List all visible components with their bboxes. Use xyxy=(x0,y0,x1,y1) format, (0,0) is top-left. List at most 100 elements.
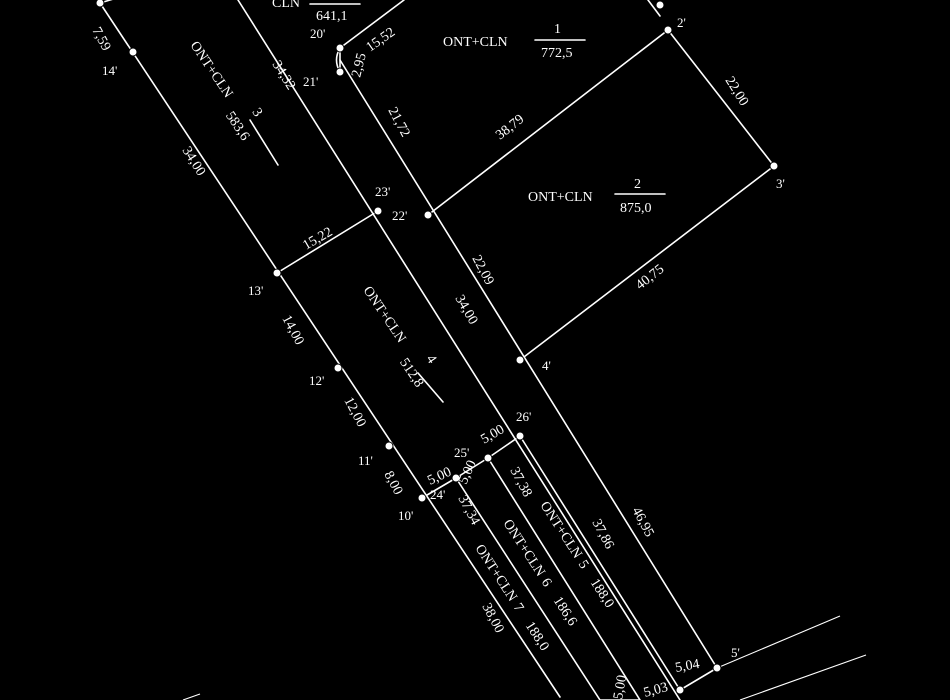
parcel-2-code: ONT+CLN xyxy=(528,190,593,205)
parcel-3-area: 583,6 xyxy=(222,109,252,144)
point-label: 10' xyxy=(398,508,413,523)
boundary-line xyxy=(237,0,681,700)
boundary-line xyxy=(182,693,201,700)
dimension-label: 37,86 xyxy=(588,517,616,552)
parcel-4-number: 4 xyxy=(423,352,439,366)
dimension-label: 2,95 xyxy=(349,52,369,79)
point-label: 3' xyxy=(776,176,785,191)
dimension-label: 5,00 xyxy=(456,458,480,487)
parcel-5-number: 5 xyxy=(575,558,591,572)
point-label: 23' xyxy=(375,184,390,199)
point-label: 4' xyxy=(542,358,551,373)
parcel-1-number: 1 xyxy=(554,22,561,37)
dimension-label: 14,00 xyxy=(278,313,306,348)
parcel-cln-code: CLN xyxy=(272,0,300,11)
survey-point xyxy=(128,47,138,57)
boundary-line xyxy=(339,59,718,669)
parcel-1-area: 772,5 xyxy=(541,46,573,61)
survey-point xyxy=(272,268,282,278)
parcel-2-area: 875,0 xyxy=(620,201,652,216)
point-label: 22' xyxy=(392,208,407,223)
dimension-label: 5,00 xyxy=(425,465,454,489)
dimension-label: 5,00 xyxy=(479,422,508,447)
boundary-line xyxy=(647,0,661,17)
point-label: 24' xyxy=(430,487,445,502)
dimension-label: 5,03 xyxy=(642,680,670,700)
survey-point xyxy=(451,473,461,483)
parcel-2-number: 2 xyxy=(634,177,641,192)
parcel-3-code: ONT+CLN xyxy=(187,39,236,101)
dimension-label: 15,22 xyxy=(301,225,336,254)
dimension-label: 8,00 xyxy=(380,469,405,498)
dimension-label: 5,04 xyxy=(674,657,701,676)
survey-point xyxy=(335,43,345,53)
survey-point xyxy=(655,0,665,10)
survey-point xyxy=(373,206,383,216)
point-label: 2' xyxy=(677,15,686,30)
survey-point xyxy=(663,25,673,35)
boundary-line xyxy=(455,477,601,700)
dimension-label: 34,00 xyxy=(179,144,208,179)
parcel-4-area: 512,8 xyxy=(396,356,426,391)
parcel-4-code: ONT+CLN xyxy=(360,284,409,346)
dimension-label: 38,00 xyxy=(478,601,506,636)
parcel-4-divider xyxy=(417,372,444,403)
point-label: 14' xyxy=(102,63,117,78)
survey-point xyxy=(423,210,433,220)
survey-point xyxy=(95,0,105,8)
parcel-boundaries xyxy=(99,0,867,700)
parcel-3-divider xyxy=(249,119,279,166)
survey-point xyxy=(515,355,525,365)
boundary-line xyxy=(339,0,405,49)
boundary-line xyxy=(519,435,681,691)
boundary-line xyxy=(667,29,775,167)
point-label: 25' xyxy=(454,445,469,460)
dimension-label: 7,59 xyxy=(88,25,113,54)
point-label: 21' xyxy=(303,74,318,89)
boundary-line xyxy=(455,457,489,479)
parcel-5-code: ONT+CLN xyxy=(537,499,585,561)
boundary-line xyxy=(487,457,641,700)
dimension-label: 15,52 xyxy=(364,25,398,55)
boundary-line xyxy=(99,2,561,698)
survey-point xyxy=(769,161,779,171)
boundary-line xyxy=(739,654,867,700)
dimension-label: 37,34 xyxy=(454,493,482,528)
parcel-1-code: ONT+CLN xyxy=(443,35,508,50)
parcel-6-number: 6 xyxy=(538,576,554,590)
survey-point xyxy=(335,67,345,77)
survey-point xyxy=(712,663,722,673)
parcel-cln-area: 641,1 xyxy=(316,9,348,24)
parcel-6-area: 186,6 xyxy=(550,594,580,629)
dimension-label: 22,09 xyxy=(468,253,496,288)
parcel-6-code: ONT+CLN xyxy=(500,517,548,579)
point-label: 13' xyxy=(248,283,263,298)
dimension-labels: 7,59 34,32 15,52 2,95 21,72 38,79 22,00 … xyxy=(88,25,751,700)
point-label: 5' xyxy=(731,645,740,660)
point-label: 11' xyxy=(358,453,373,468)
parcel-3-number: 3 xyxy=(249,106,265,120)
point-label: 26' xyxy=(516,409,531,424)
survey-point xyxy=(333,363,343,373)
boundary-line xyxy=(716,615,841,669)
dimension-label: 21,72 xyxy=(384,105,412,140)
dimension-label: 34,00 xyxy=(452,293,481,328)
survey-point xyxy=(483,453,493,463)
boundary-line xyxy=(421,477,457,499)
boundary-line xyxy=(487,435,521,459)
survey-point xyxy=(675,685,685,695)
point-label: 12' xyxy=(309,373,324,388)
boundary-line xyxy=(276,210,379,274)
point-label: 20' xyxy=(310,26,325,41)
boundary-line xyxy=(679,667,718,691)
dimension-label: 12,00 xyxy=(340,395,368,430)
boundary-line xyxy=(519,165,775,361)
boundary-line xyxy=(427,29,669,216)
survey-point xyxy=(515,431,525,441)
dimension-label: 34,32 xyxy=(269,58,298,93)
point-labels: 2' 3' 4' 5' 10' 11' 12' 13' 14' 20' 21' … xyxy=(102,15,785,660)
survey-point xyxy=(417,493,427,503)
parcel-7-area: 188,0 xyxy=(522,619,552,654)
dimension-label: 5,00 xyxy=(611,674,630,700)
